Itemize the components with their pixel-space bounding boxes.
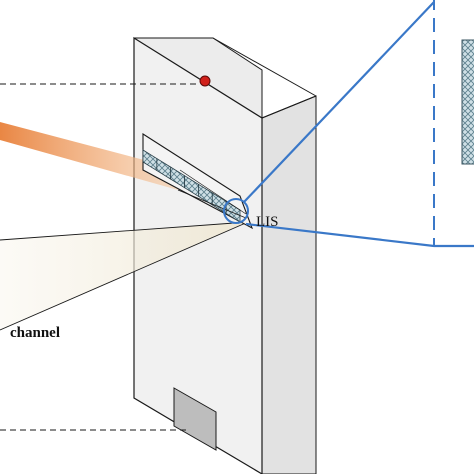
cone-edge-upper	[0, 221, 249, 241]
zoom-inset-element	[461, 39, 474, 165]
zoom-circle	[223, 198, 249, 224]
surface-tag-label: LIS	[256, 214, 279, 230]
wall-front-face	[133, 36, 263, 474]
zoom-connector-upper	[243, 1, 435, 203]
wall-side-face	[261, 95, 317, 474]
zoom-connector-lower	[245, 222, 435, 248]
beam-ray-upper	[179, 169, 247, 215]
cone-edge-lower	[0, 221, 249, 331]
channel-label: channel	[10, 325, 60, 341]
incident-beam	[0, 122, 182, 190]
access-point-marker	[199, 75, 211, 87]
beam-ray-lower	[177, 189, 247, 219]
surface-element-strip	[142, 149, 241, 223]
wall-bottom-device	[173, 387, 217, 451]
